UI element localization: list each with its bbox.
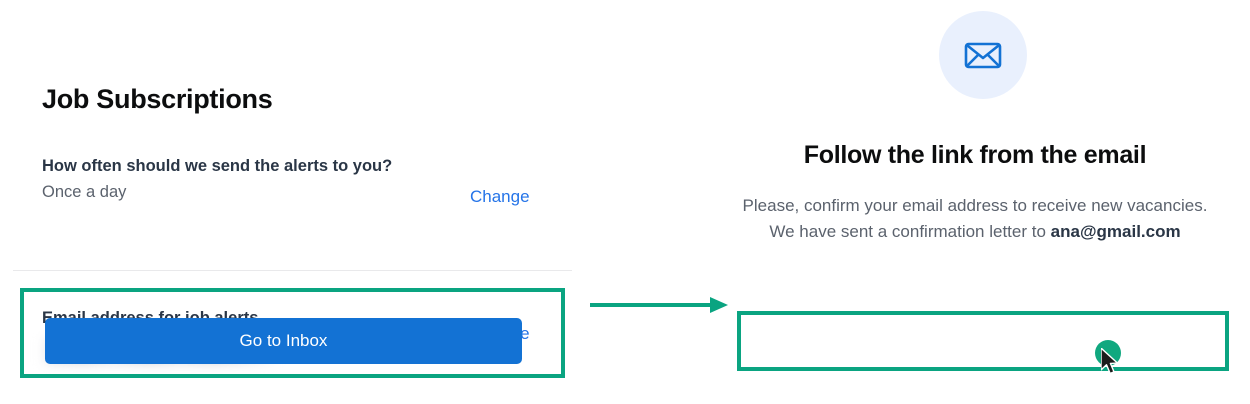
change-frequency-link[interactable]: Change bbox=[470, 187, 530, 206]
modal-body-text: Please, confirm your email address to re… bbox=[735, 193, 1215, 245]
setting-label-frequency: How often should we send the alerts to y… bbox=[42, 157, 393, 175]
setting-value-frequency: Once a day bbox=[42, 182, 127, 201]
highlight-box-inbox-button bbox=[737, 311, 1229, 371]
modal-body-sentence: Please, confirm your email address to re… bbox=[742, 196, 1208, 241]
modal-heading: Follow the link from the email bbox=[803, 141, 1147, 169]
section-divider bbox=[13, 270, 572, 271]
envelope-icon-badge bbox=[939, 11, 1027, 99]
page-title: Job Subscriptions bbox=[42, 84, 273, 114]
envelope-icon bbox=[964, 42, 1002, 69]
right-arrow-icon bbox=[590, 297, 728, 313]
confirmation-email-address: ana@gmail.com bbox=[1050, 221, 1181, 241]
go-to-inbox-button[interactable]: Go to Inbox bbox=[45, 318, 522, 364]
mouse-pointer-icon bbox=[1101, 348, 1119, 375]
email-confirmation-modal: Follow the link from the email Please, c… bbox=[700, 0, 1250, 404]
setting-row-frequency: How often should we send the alerts to y… bbox=[42, 155, 562, 206]
